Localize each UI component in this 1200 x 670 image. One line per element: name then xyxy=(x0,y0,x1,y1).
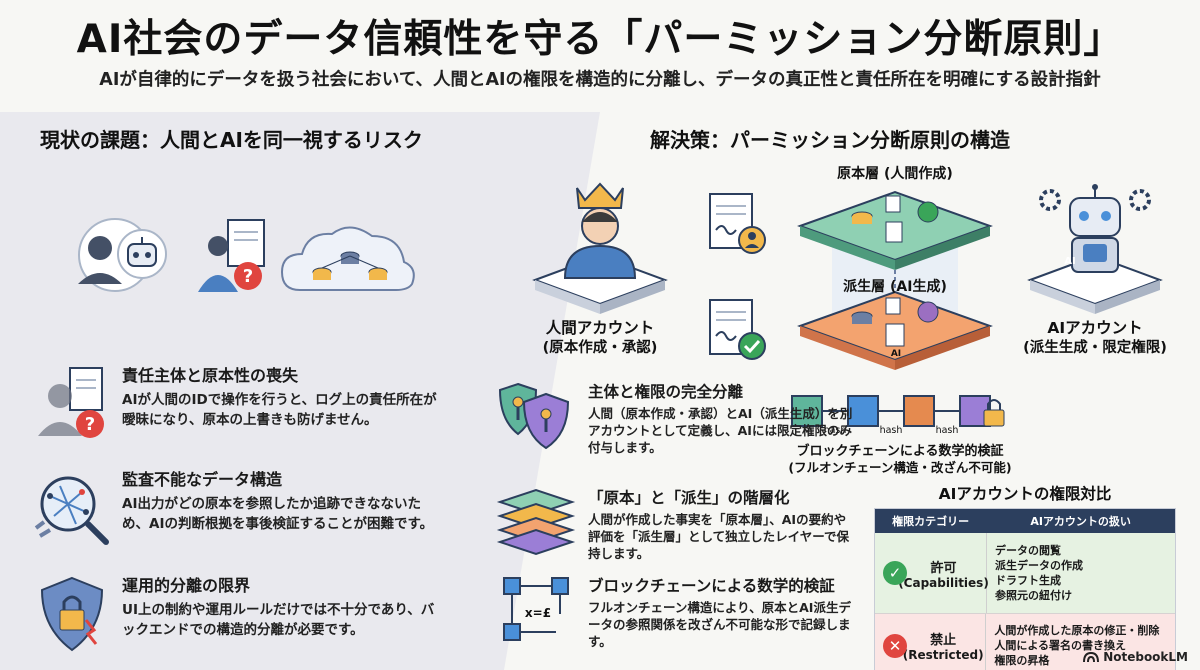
table-header: 権限カテゴリー AIアカウントの扱い xyxy=(875,509,1175,533)
layer-stack-icon xyxy=(496,488,576,556)
page-subtitle: AIが自律的にデータを扱う社会において、人間とAIの権限を構造的に分離し、データ… xyxy=(99,70,1101,90)
person-question-icon: ? xyxy=(198,219,265,292)
allow-item: 派生データの作成 xyxy=(995,559,1083,572)
cross-icon: ✕ xyxy=(883,633,907,658)
table-title: AIアカウントの権限対比 xyxy=(938,485,1112,503)
table-row-allow: ✓ 許可 (Capabilities) データの閲覧 派生データの作成 ドラフト… xyxy=(875,533,1175,613)
deny-item: 権限の昇格 xyxy=(994,654,1050,667)
page-title: AI社会のデータ信頼性を守る「パーミッション分断原則」 xyxy=(76,17,1124,62)
broken-shield-lock-icon xyxy=(40,576,104,652)
feature-body: フルオンチェーン構造により、原本とAI派生データの参照関係を改ざん不可能な形で記… xyxy=(588,600,851,649)
table-header-cell: 権限カテゴリー xyxy=(892,515,970,528)
feature-body: 人間（原本作成・承認）とAI（派生生成）を別アカウントとして定義し、AIには限定… xyxy=(588,406,853,455)
cloud-database-icon xyxy=(280,226,415,291)
issue-title: 運用的分離の限界 xyxy=(122,576,251,595)
gear-icon xyxy=(1129,189,1151,211)
issue-item: 監査不能なデータ構造 AI出力がどの原本を参照したか追跡できなないため、AIの判… xyxy=(30,466,450,556)
issue-body: AI出力がどの原本を参照したか追跡できなないため、AIの判断根拠を事後検証するこ… xyxy=(122,496,434,532)
layer-structure-diagram xyxy=(797,190,993,370)
brand-label: NotebookLM xyxy=(1103,650,1188,664)
tangled-network-magnifier-icon xyxy=(34,476,109,545)
human-account-sub: (原本作成・承認) xyxy=(542,340,658,356)
svg-text:?: ? xyxy=(243,266,253,287)
svg-text:?: ? xyxy=(85,414,95,435)
feature-title: ブロックチェーンによる数学的検証 xyxy=(588,577,835,595)
formula-label: x=£ xyxy=(524,606,552,620)
gear-icon xyxy=(1039,189,1061,211)
notebooklm-logo-icon xyxy=(1083,651,1100,663)
allow-label: 許可 xyxy=(930,560,957,576)
cube-network-icon xyxy=(503,577,569,641)
chain-caption: ブロックチェーンによる数学的検証 xyxy=(796,444,1004,459)
ai-account-label: AIアカウント xyxy=(1047,319,1143,337)
issue-item: ? 責任主体と原本性の喪失 AIが人間のIDで操作を行うと、ログ上の責任所在が曖… xyxy=(30,362,450,452)
table-row-deny: ✕ 禁止 (Restricted) 人間が作成した原本の修正・削除 人間による署… xyxy=(875,613,1175,670)
table-header-cell: AIアカウントの扱い xyxy=(1030,515,1131,528)
risk-illustration: ? xyxy=(78,218,415,292)
person-document-question-icon: ? xyxy=(38,367,104,438)
left-section-title: 現状の課題：人間とAIを同一視するリスク xyxy=(40,128,423,152)
issue-item: 運用的分離の限界 UI上の制約や運用ルールだけでは不十分であり、バックエンドでの… xyxy=(30,572,450,662)
ai-account-sub: (派生生成・限定権限) xyxy=(1023,340,1167,356)
issue-title: 監査不能なデータ構造 xyxy=(122,470,283,489)
feature-item: 「原本」と「派生」の階層化 人間が作成した事実を「原本層」、AIの要約や評価を「… xyxy=(496,486,856,566)
feature-title: 主体と権限の完全分離 xyxy=(588,383,744,401)
check-icon: ✓ xyxy=(883,561,907,585)
ai-account-icon xyxy=(1027,184,1163,314)
human-account-label: 人間アカウント xyxy=(545,319,655,337)
chain-sub: (フルオンチェーン構造・改ざん不可能) xyxy=(788,460,1012,475)
issue-body: AIが人間のIDで操作を行うと、ログ上の責任所在が曖昧になり、原本の上書きも防げ… xyxy=(122,392,437,428)
brand-watermark: NotebookLM xyxy=(1083,650,1188,664)
issue-title: 責任主体と原本性の喪失 xyxy=(122,366,299,385)
human-account-icon xyxy=(532,182,668,314)
hash-label: hash xyxy=(879,425,903,436)
person-robot-icon xyxy=(78,218,167,292)
feature-title: 「原本」と「派生」の階層化 xyxy=(588,489,790,507)
hash-label: hash xyxy=(935,425,959,436)
approved-document-icon xyxy=(709,299,766,360)
allow-en: (Capabilities) xyxy=(898,575,989,590)
hash-label: hash xyxy=(823,425,847,436)
dual-shield-key-icon xyxy=(498,382,570,450)
allow-item: 参照元の紐付け xyxy=(995,589,1072,602)
header: AI社会のデータ信頼性を守る「パーミッション分断原則」 AIが自律的にデータを扱… xyxy=(0,0,1200,112)
permission-table: 権限カテゴリー AIアカウントの扱い ✓ 許可 (Capabilities) デ… xyxy=(874,508,1176,670)
right-section-title: 解決策：パーミッション分断原則の構造 xyxy=(650,128,1010,152)
feature-item: 主体と権限の完全分離 人間（原本作成・承認）とAI（派生生成）を別アカウントとし… xyxy=(496,380,856,470)
feature-item: x=£ ブロックチェーンによる数学的検証 フルオンチェーン構造により、原本とAI… xyxy=(496,574,856,664)
deny-item: 人間が作成した原本の修正・削除 xyxy=(994,624,1160,637)
deny-label: 禁止 xyxy=(930,633,957,648)
derived-layer-label: 派生層 (AI生成) xyxy=(843,279,947,295)
issue-body: UI上の制約や運用ルールだけでは不十分であり、バックエンドでの構造的分離が必要で… xyxy=(122,602,435,638)
deny-en: (Restricted) xyxy=(902,648,984,662)
allow-item: データの閲覧 xyxy=(995,544,1061,557)
allow-item: ドラフト生成 xyxy=(995,574,1061,587)
blockchain-cubes xyxy=(791,395,1005,427)
ai-chest-badge: AI xyxy=(1064,256,1076,267)
ai-doc-badge: AI xyxy=(890,349,902,359)
deny-item: 人間による署名の書き換え xyxy=(994,639,1127,652)
original-layer-label: 原本層 (人間作成) xyxy=(837,166,953,182)
feature-body: 人間が作成した事実を「原本層」、AIの要約や評価を「派生層」として独立したレイヤ… xyxy=(588,512,850,561)
signed-document-icon xyxy=(709,193,766,254)
